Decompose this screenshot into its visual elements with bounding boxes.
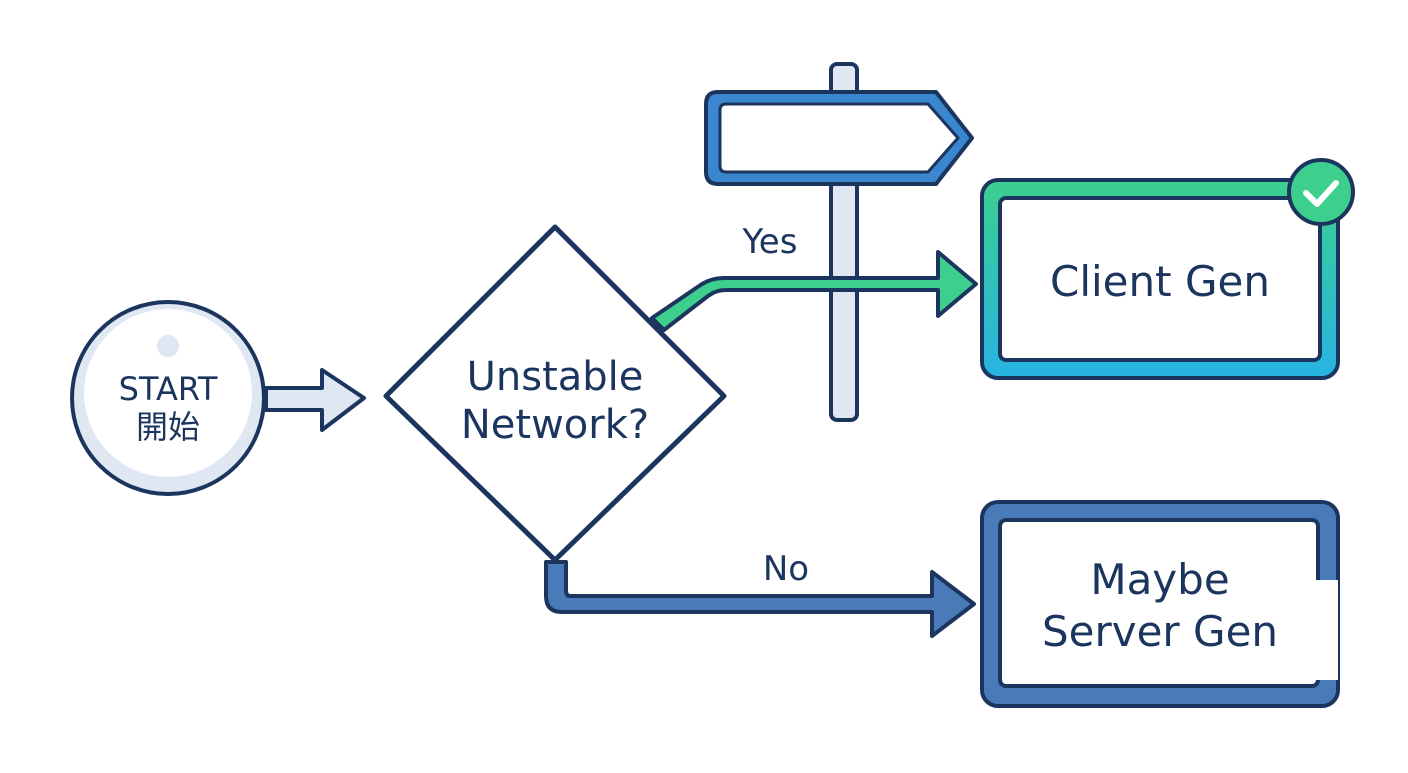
server-gen-line2: Server Gen — [1042, 607, 1278, 656]
decision-line1: Unstable — [467, 354, 644, 400]
decision-node: Unstable Network? — [383, 224, 727, 563]
start-arrow — [264, 368, 366, 432]
server-gen-line1: Maybe — [1090, 555, 1229, 604]
start-label: START — [119, 370, 218, 408]
start-dot-icon — [157, 335, 179, 357]
client-gen-label: Client Gen — [1050, 257, 1270, 306]
yes-label: Yes — [742, 222, 798, 262]
start-node: START 開始 — [70, 300, 266, 496]
decision-line2: Network? — [461, 402, 649, 448]
server-gen-node: Maybe Server Gen — [980, 500, 1340, 708]
no-arrow — [544, 560, 976, 638]
server-gen-edge-highlight — [1306, 580, 1338, 680]
check-icon — [1287, 158, 1355, 226]
signpost-icon — [704, 62, 974, 422]
yes-arrow — [650, 250, 978, 332]
client-gen-node: Client Gen — [980, 158, 1355, 380]
start-label-ja: 開始 — [136, 408, 200, 446]
no-label: No — [763, 549, 809, 589]
